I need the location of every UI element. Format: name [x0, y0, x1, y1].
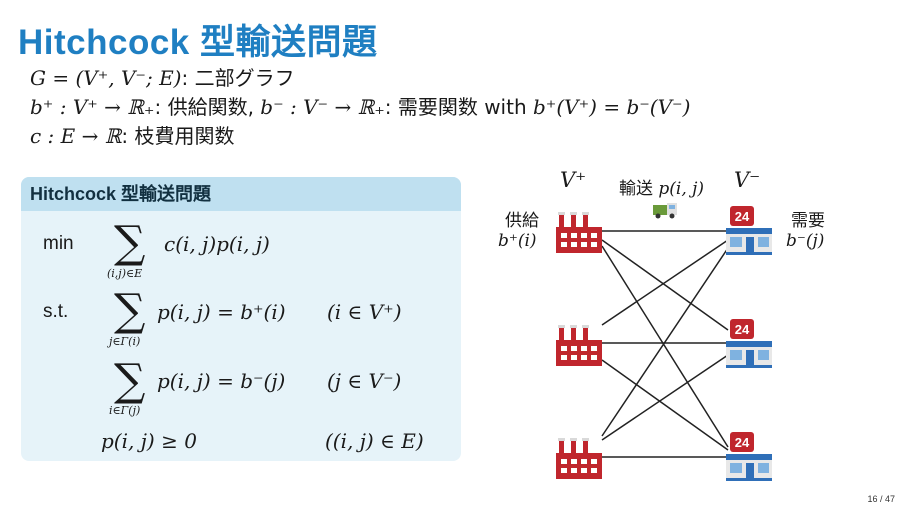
- balance-math: b⁺(V⁺) = b⁻(V⁻): [533, 95, 691, 119]
- constraint1-condition: (i ∈ V⁺): [327, 300, 402, 324]
- convenience-store-icon: 24: [726, 432, 772, 481]
- store-sign-text: 24: [735, 322, 750, 337]
- constraint3-expression: p(i, j) ≥ 0: [101, 429, 197, 453]
- transport-label: 輸送: [619, 179, 653, 199]
- supply-math: b⁺(i): [498, 231, 537, 251]
- st-label: s.t.: [43, 301, 69, 322]
- cost-func-math: c : E → ℝ: [30, 124, 122, 148]
- sum-symbol-constraint1: ∑: [114, 285, 146, 336]
- constraint3-condition: ((i, j) ∈ E): [325, 429, 424, 453]
- constraint2-condition: (j ∈ V⁻): [327, 369, 402, 393]
- edge-2-1: [601, 239, 729, 326]
- constraint2-sum-subscript: i∈Γ(j): [109, 404, 141, 417]
- objective-sum-subscript: (i,j)∈E: [107, 267, 143, 280]
- definitions: G = (V⁺, V⁻; E): 二部グラフ b⁺ : V⁺ → ℝ₊: 供給関…: [30, 64, 690, 151]
- min-label: min: [43, 233, 74, 254]
- constraint2-expression: p(i, j) = b⁻(j): [157, 369, 286, 393]
- factory-icon: [556, 325, 602, 366]
- edges: [601, 230, 729, 458]
- graph-text: : 二部グラフ: [181, 66, 295, 90]
- convenience-store-icon: 24: [726, 206, 772, 255]
- supply-func-text: : 供給関数,: [154, 95, 261, 119]
- edge-1-2: [601, 239, 729, 331]
- sum-symbol-objective: ∑: [114, 217, 146, 268]
- store-sign-text: 24: [735, 209, 750, 224]
- supply-func-math: b⁺ : V⁺ → ℝ₊: [30, 95, 155, 119]
- vminus-label: V⁻: [734, 168, 761, 192]
- definition-graph: G = (V⁺, V⁻; E): 二部グラフ: [30, 64, 690, 93]
- store-sign-text: 24: [735, 435, 750, 450]
- cost-func-text: : 枝費用関数: [121, 124, 235, 148]
- factory-icon: [556, 438, 602, 479]
- sum-symbol-constraint2: ∑: [114, 355, 146, 406]
- constraint1-expression: p(i, j) = b⁺(i): [157, 300, 286, 324]
- edge-2-3: [601, 359, 729, 451]
- transport-label-group: 輸送 p(i, j): [619, 174, 704, 199]
- page-number: 16 / 47: [867, 494, 895, 504]
- truck-icon: [653, 203, 677, 219]
- demand-label: 需要: [791, 211, 825, 231]
- demand-func-text: : 需要関数 with: [384, 95, 533, 119]
- objective-expression: c(i, j)p(i, j): [164, 232, 270, 256]
- graph-math: G = (V⁺, V⁻; E): [30, 66, 182, 90]
- edge-3-2: [601, 354, 729, 441]
- problem-block: Hitchcock 型輸送問題 min ∑ (i,j)∈E c(i, j)p(i…: [21, 177, 461, 461]
- vplus-label: V⁺: [560, 168, 587, 192]
- slide-title: Hitchcock 型輸送問題: [18, 23, 378, 62]
- demand-func-math: b⁻ : V⁻ → ℝ₊: [260, 95, 385, 119]
- factory-icon: [556, 212, 602, 253]
- demand-math: b⁻(j): [786, 231, 825, 251]
- supply-label: 供給: [505, 211, 539, 231]
- convenience-store-icon: 24: [726, 319, 772, 368]
- edge-1-3: [601, 245, 729, 448]
- constraint1-sum-subscript: j∈Γ(i): [109, 335, 141, 348]
- definition-cost: c : E → ℝ: 枝費用関数: [30, 122, 690, 151]
- problem-heading: Hitchcock 型輸送問題: [21, 177, 461, 211]
- transport-math: p(i, j): [658, 179, 705, 199]
- problem-body: min ∑ (i,j)∈E c(i, j)p(i, j) s.t. ∑ j∈Γ(…: [21, 211, 461, 461]
- edge-3-1: [601, 247, 729, 437]
- definition-supply-demand: b⁺ : V⁺ → ℝ₊: 供給関数, b⁻ : V⁻ → ℝ₊: 需要関数 w…: [30, 93, 690, 122]
